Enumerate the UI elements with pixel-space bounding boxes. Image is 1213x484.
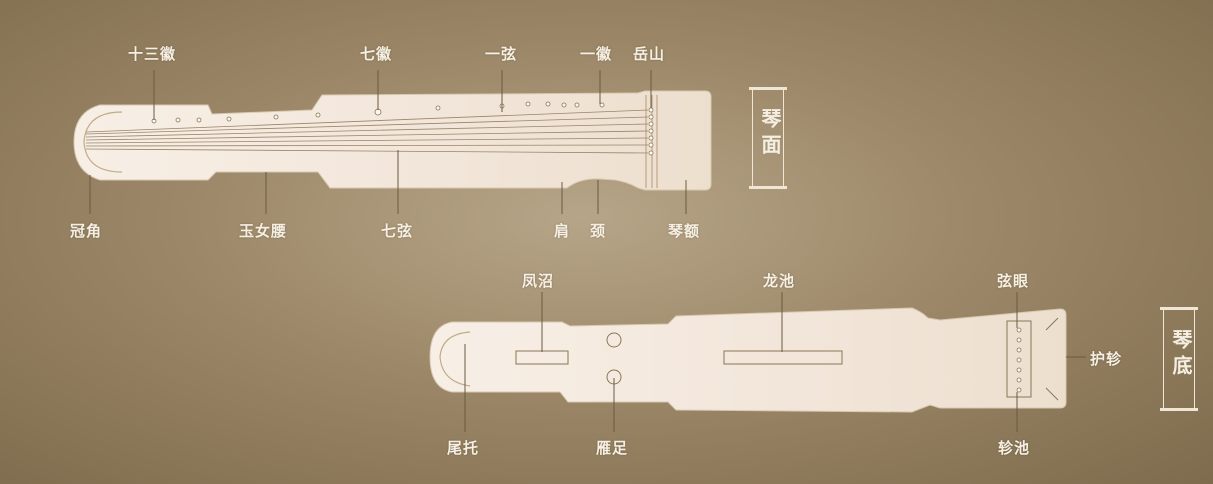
- label-jing: 颈: [590, 222, 607, 240]
- label-guan-jiao: 冠角: [70, 222, 103, 240]
- zhen-chi-box: [1006, 320, 1032, 398]
- label-hu-zhen: 护轸: [1090, 350, 1123, 368]
- label-yue-shan: 岳山: [633, 45, 666, 63]
- hu-zhen-mark-bottom: [1045, 387, 1059, 401]
- top-view-title: 琴面: [758, 108, 782, 160]
- label-shisan-hui: 十三徽: [128, 45, 177, 63]
- label-qi-hui: 七徽: [360, 45, 393, 63]
- hu-zhen-mark-top: [1045, 317, 1059, 331]
- top-title-frame: [749, 87, 787, 189]
- long-chi-slot: [723, 350, 843, 365]
- label-yu-nv-yao: 玉女腰: [239, 222, 288, 240]
- bottom-leader-lines: [464, 292, 1086, 432]
- label-zhen-chi: 轸池: [998, 439, 1031, 457]
- string-knots: [648, 107, 654, 156]
- bottom-qin-body: [429, 307, 1067, 413]
- yan-zu-upper: [606, 332, 622, 348]
- crown-end-curve: [83, 111, 123, 173]
- label-wei-tuo: 尾托: [447, 439, 480, 457]
- label-yi-hui: 一徽: [580, 45, 613, 63]
- label-jian: 肩: [554, 222, 571, 240]
- strings: [85, 109, 649, 154]
- bottom-title-frame: [1160, 307, 1198, 411]
- label-feng-zhao: 凤沼: [522, 272, 555, 290]
- label-qi-xian: 七弦: [381, 222, 414, 240]
- xian-yan-holes: [1016, 327, 1022, 393]
- label-long-chi: 龙池: [763, 272, 796, 290]
- label-yan-zu: 雁足: [596, 439, 629, 457]
- tail-curve: [439, 331, 471, 387]
- hui-markers: [151, 101, 605, 124]
- top-leader-lines: [89, 70, 687, 214]
- label-yi-xian: 一弦: [485, 45, 518, 63]
- label-qin-e: 琴额: [668, 222, 701, 240]
- label-xian-yan: 弦眼: [997, 272, 1030, 290]
- bottom-view-title: 琴底: [1169, 329, 1193, 381]
